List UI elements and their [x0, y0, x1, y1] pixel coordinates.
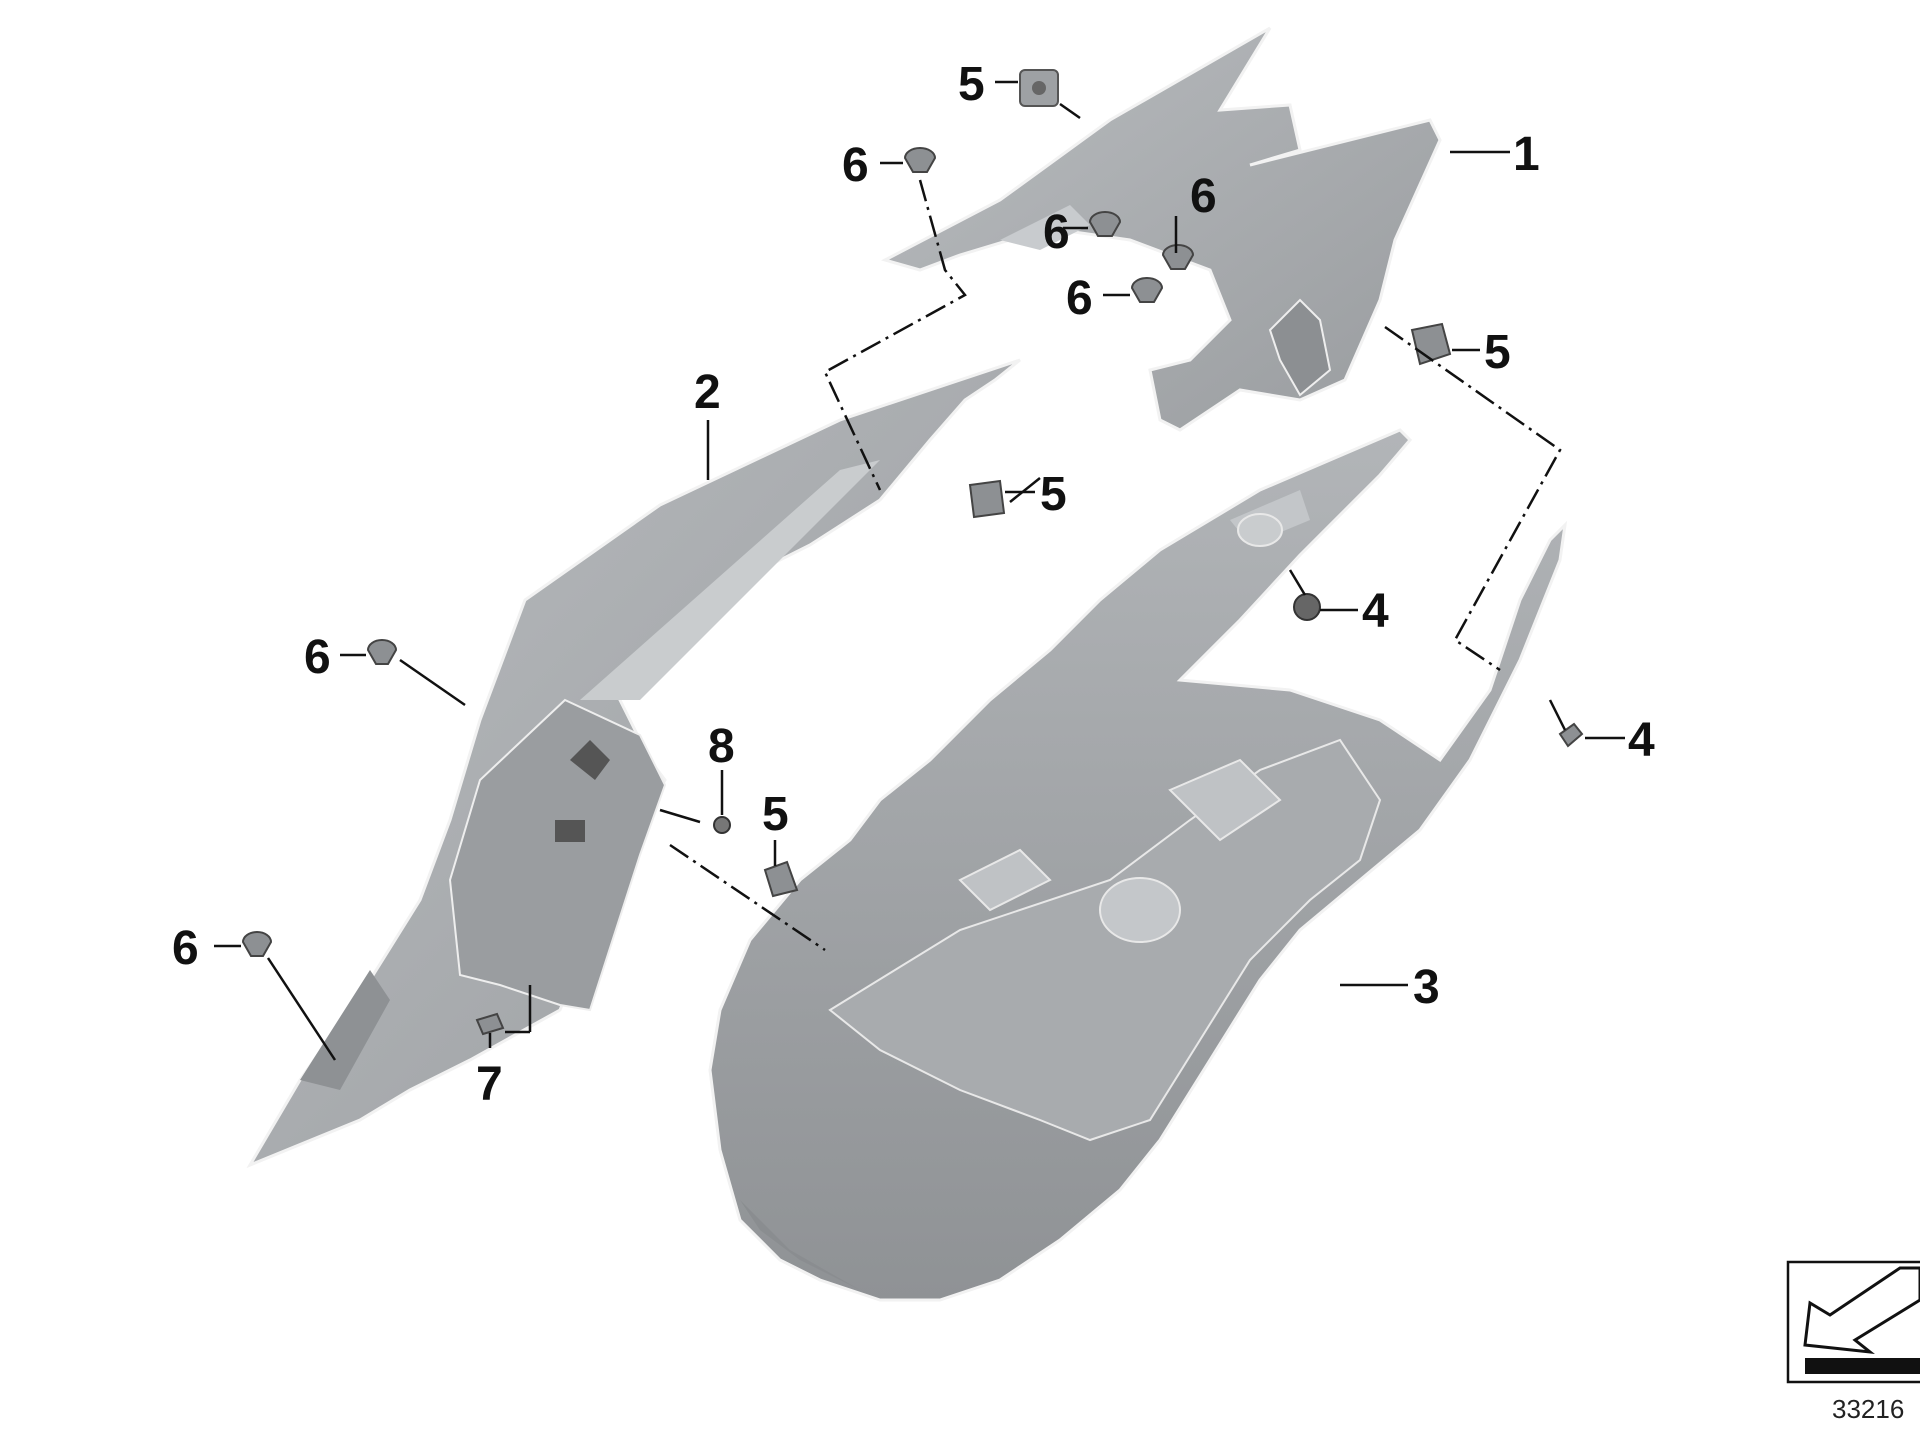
callout-6f: 6: [172, 922, 199, 975]
callout-5b: 5: [1484, 326, 1511, 379]
screw-6f: [241, 931, 273, 957]
part-2-side-panel: [246, 358, 1021, 1169]
screw-7: [475, 1012, 505, 1036]
callout-4b: 4: [1628, 714, 1655, 767]
screw-6e: [366, 639, 398, 665]
callout-6a: 6: [842, 139, 869, 192]
callout-7: 7: [476, 1058, 503, 1111]
callout-5d: 5: [762, 788, 789, 841]
callout-4a: 4: [1362, 585, 1389, 638]
clip-nut-5c: [968, 479, 1006, 519]
leader-lines: [214, 80, 1625, 1061]
screw-4b: [1558, 722, 1584, 748]
reference-number: 33216: [1832, 1394, 1904, 1424]
callout-3: 3: [1413, 961, 1440, 1014]
callout-6e: 6: [304, 631, 331, 684]
screw-6c: [1161, 244, 1195, 270]
grommet-4a: [1293, 593, 1321, 621]
callout-5c: 5: [1040, 468, 1067, 521]
front-arrow-icon: [1786, 1260, 1920, 1384]
callout-6b: 6: [1043, 206, 1070, 259]
clip-nut-5d: [763, 860, 799, 898]
callout-5a: 5: [958, 58, 985, 111]
callouts: 1 2 3 4 4 5 5 5 5 6 6 6 6 6 6 7 8: [172, 58, 1655, 1111]
callout-1: 1: [1513, 128, 1540, 181]
screw-6b: [1088, 211, 1122, 237]
assembly-lines: [669, 179, 1562, 952]
callout-6d: 6: [1066, 272, 1093, 325]
callout-2: 2: [694, 366, 721, 419]
screw-6d: [1130, 277, 1164, 303]
part-1-tail-cover: [880, 26, 1442, 432]
callout-8: 8: [708, 720, 735, 773]
part-3-undertray: [708, 428, 1568, 1302]
fasteners: [241, 69, 1584, 1036]
callout-6c: 6: [1190, 170, 1217, 223]
screw-6a: [903, 147, 937, 173]
rivet-8: [713, 816, 731, 834]
